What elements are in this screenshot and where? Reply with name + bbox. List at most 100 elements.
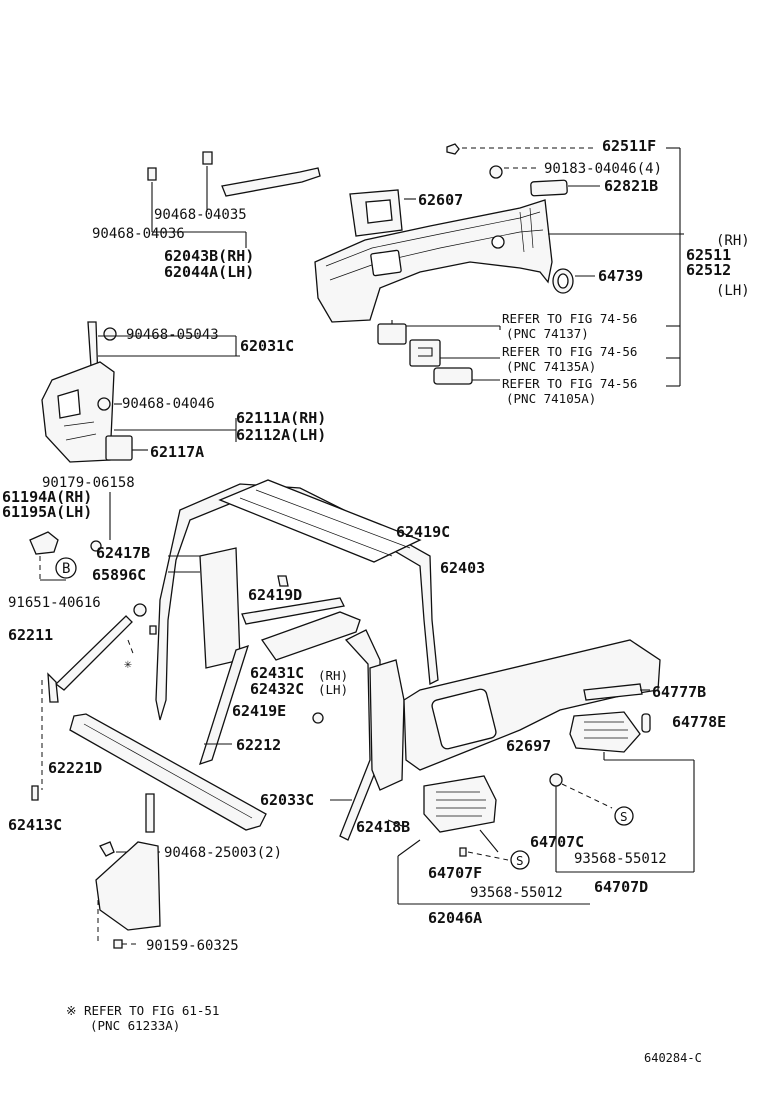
label-62417B: 62417B	[96, 544, 150, 562]
trim-62431C-icon	[260, 611, 361, 661]
label-62432C: 62432C	[250, 680, 304, 698]
trim-62418B-icon	[369, 659, 405, 791]
refer-2-line2: (PNC 74135A)	[506, 359, 596, 374]
label-62033C: 62033C	[260, 791, 314, 809]
bracket-61194A-icon	[29, 531, 59, 555]
rear-panel-trim-group	[314, 143, 684, 387]
label-90159-60325: 90159-60325	[146, 938, 239, 954]
label-90468-05043: 90468-05043	[126, 327, 219, 343]
weatherstrip-62419D-icon	[241, 597, 345, 625]
label-62431C: 62431C	[250, 664, 304, 682]
lower-left-parts-group: ✳	[31, 603, 267, 949]
circle-B-marker	[55, 557, 77, 579]
label-rh-mid: (RH)	[318, 668, 348, 683]
label-62419E: 62419E	[232, 702, 286, 720]
label-90183-04046: 90183-04046(4)	[544, 161, 662, 177]
label-62511: 62511	[686, 246, 731, 264]
pillar-trim-group	[29, 321, 240, 581]
pillar-62212-icon	[198, 644, 250, 766]
label-62117A: 62117A	[150, 443, 204, 461]
refer-2-line1: REFER TO FIG 74-56	[502, 344, 637, 359]
label-62211: 62211	[8, 626, 53, 644]
label-64739: 64739	[598, 267, 643, 285]
label-90468-25003: 90468-25003(2)	[164, 845, 282, 861]
clip-64707F-icon	[459, 847, 467, 857]
label-62607: 62607	[418, 191, 463, 209]
refer-part-3-icon	[433, 367, 473, 385]
label-lh-mid: (LH)	[318, 682, 348, 697]
clip-90183-icon	[489, 165, 503, 179]
refer-3-line2: (PNC 74105A)	[506, 391, 596, 406]
clip-90468-04036-icon	[147, 167, 157, 181]
pad-62821B-icon	[530, 179, 568, 197]
refer-1-line2: (PNC 74137)	[506, 326, 589, 341]
assist-grip-62043B-icon	[221, 167, 321, 197]
label-91651-40616: 91651-40616	[8, 595, 101, 611]
label-90468-04035: 90468-04035	[154, 207, 247, 223]
lower-trim-90159-icon	[95, 841, 161, 931]
circle-S2-marker	[510, 850, 530, 870]
label-62111A: 62111A(RH)	[236, 409, 326, 427]
labels-group: 62511F 90183-04046(4) 62821B 62607 (RH) …	[2, 137, 750, 1065]
footnote-line2: (PNC 61233A)	[90, 1018, 180, 1033]
label-lh-top: (LH)	[716, 283, 750, 299]
label-90468-04036: 90468-04036	[92, 226, 185, 242]
label-93568-55012-b: 93568-55012	[470, 885, 563, 901]
label-90179-06158: 90179-06158	[42, 475, 135, 491]
refer-1-line1: REFER TO FIG 74-56	[502, 311, 637, 326]
label-circle-S2: S	[516, 853, 524, 868]
label-62221D: 62221D	[48, 759, 102, 777]
clip-91651-icon	[133, 603, 147, 617]
label-90468-04046: 90468-04046	[122, 396, 215, 412]
label-62413C: 62413C	[8, 816, 62, 834]
pillar-garnish-62417B-icon	[199, 547, 241, 669]
label-62512: 62512	[686, 261, 731, 279]
label-62821B: 62821B	[604, 177, 658, 195]
drawing-id: 640284-C	[644, 1051, 702, 1065]
rear-trim-panel-icon	[314, 199, 553, 323]
label-62031C: 62031C	[240, 337, 294, 355]
footnote-line1: ※ REFER TO FIG 61-51	[66, 1003, 219, 1018]
clip-62419E-icon	[312, 712, 324, 724]
label-62044A: 62044A(LH)	[164, 263, 254, 281]
clip-90468-25003-icon	[99, 841, 115, 857]
label-62043B: 62043B(RH)	[164, 247, 254, 265]
scuff-plate-62221D-icon	[69, 713, 267, 831]
label-62112A: 62112A(LH)	[236, 426, 326, 444]
clip-64707C-icon	[549, 773, 563, 787]
label-62697: 62697	[506, 737, 551, 755]
label-64707C: 64707C	[530, 833, 584, 851]
svg-text:✳: ✳	[124, 657, 132, 672]
label-circle-B: B	[62, 561, 70, 577]
duct-62046A-icon	[423, 775, 497, 833]
clip-90468-04035-icon	[202, 151, 213, 165]
refer-3-line1: REFER TO FIG 74-56	[502, 376, 637, 391]
label-65896C: 65896C	[92, 566, 146, 584]
cap-64778E-icon	[641, 713, 651, 733]
label-61194A: 61194A(RH)	[2, 488, 92, 506]
label-93568-55012-a: 93568-55012	[574, 851, 667, 867]
label-62046A: 62046A	[428, 909, 482, 927]
label-62419C: 62419C	[396, 523, 450, 541]
clip-90468-05043-icon	[103, 327, 117, 341]
clip-90468-04046-icon	[97, 397, 111, 411]
label-62419D: 62419D	[248, 586, 302, 604]
label-62418B: 62418B	[356, 818, 410, 836]
label-62403: 62403	[440, 559, 485, 577]
cover-62117A-icon	[105, 435, 133, 461]
pillar-62211-icon	[55, 615, 133, 691]
label-61195A: 61195A(LH)	[2, 503, 92, 521]
circle-S1-marker	[614, 806, 634, 826]
label-64707D: 64707D	[594, 878, 648, 896]
trim-64777B-icon	[583, 683, 643, 701]
label-64778E: 64778E	[672, 713, 726, 731]
label-64777B: 64777B	[652, 683, 706, 701]
label-circle-S1: S	[620, 809, 628, 824]
quarter-trim-group	[397, 639, 695, 905]
refer-part-2-icon	[409, 339, 441, 367]
refer-part-1-icon	[377, 323, 407, 345]
clip-62413C-icon	[31, 785, 39, 801]
label-62511F: 62511F	[602, 137, 656, 155]
assist-grip-group	[147, 151, 321, 248]
